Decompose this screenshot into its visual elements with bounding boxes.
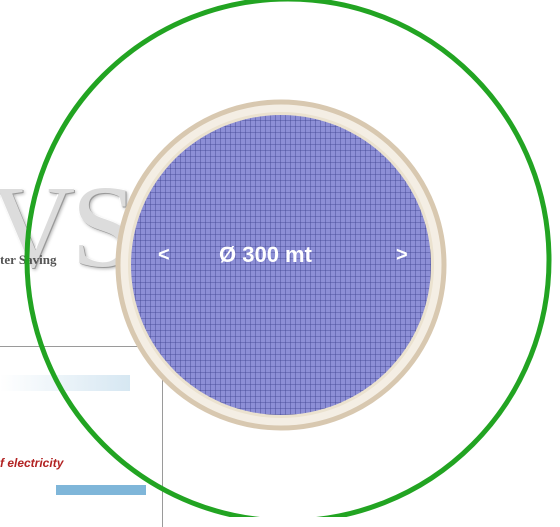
solar-panel-array [131, 115, 431, 415]
background-document-frame [0, 346, 163, 527]
background-document-bottom-band [56, 485, 146, 495]
diameter-label: Ø 300 mt [219, 242, 312, 267]
background-document-band [0, 375, 130, 391]
background-logo: VS [0, 161, 137, 292]
outer-ring [24, 0, 552, 517]
background-document-caption: f electricity [0, 456, 64, 470]
arrow-right-icon: > [396, 244, 408, 266]
arrow-left-icon: < [158, 244, 170, 266]
